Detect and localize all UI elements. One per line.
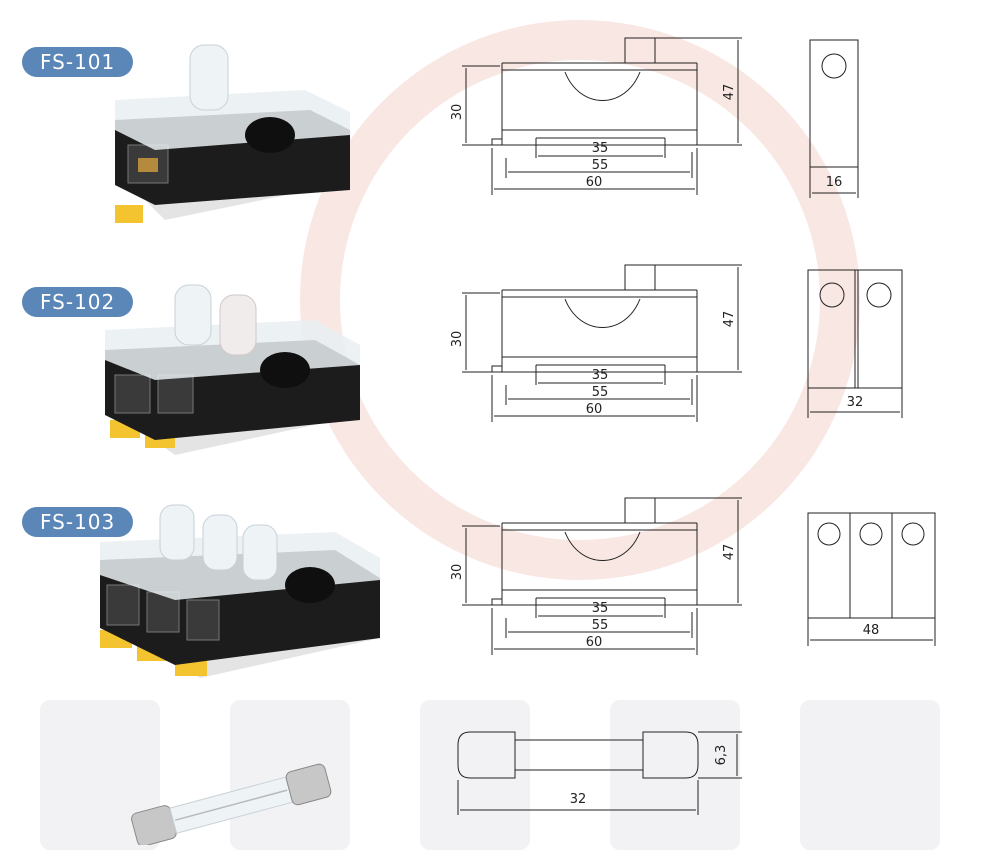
product-photo-fs101 <box>115 44 350 223</box>
fs102-width-label: 32 <box>847 395 864 410</box>
fuse-length-label: 32 <box>570 792 587 807</box>
fs103-rail-label: 35 <box>592 601 609 616</box>
side-view-fs101 <box>462 37 742 195</box>
fs102-overall-height-label: 47 <box>722 311 737 328</box>
fs103-height-label: 30 <box>450 564 465 581</box>
front-view-fs103 <box>807 512 936 646</box>
side-view-fs103 <box>462 497 742 655</box>
fs103-overall-height-label: 47 <box>722 544 737 561</box>
fs102-length-label: 60 <box>586 402 603 417</box>
fs102-rail-label: 35 <box>592 368 609 383</box>
side-view-fs102 <box>462 264 742 422</box>
fs103-width-label: 48 <box>863 623 880 638</box>
front-view-fs101 <box>809 39 859 198</box>
fuse-drawing <box>457 731 742 815</box>
product-photo-fs102 <box>105 284 360 455</box>
fs101-rail-label: 35 <box>592 141 609 156</box>
model-badge-fs101: FS-101 <box>22 47 134 77</box>
model-badge-fs103: FS-103 <box>22 507 134 537</box>
fs103-length-label: 60 <box>586 635 603 650</box>
fs101-overall-height-label: 47 <box>722 84 737 101</box>
front-view-fs102 <box>807 269 903 418</box>
product-photo-fs103 <box>100 504 380 678</box>
fs101-base-label: 55 <box>592 158 609 173</box>
fuse-diameter-label: 6,3 <box>714 745 729 766</box>
fs102-base-label: 55 <box>592 385 609 400</box>
fs101-width-label: 16 <box>826 175 843 190</box>
model-badge-fs102: FS-102 <box>22 287 134 317</box>
fs101-height-label: 30 <box>450 104 465 121</box>
fs101-length-label: 60 <box>586 175 603 190</box>
fs102-height-label: 30 <box>450 331 465 348</box>
fs103-base-label: 55 <box>592 618 609 633</box>
fuse-photo <box>131 763 332 845</box>
